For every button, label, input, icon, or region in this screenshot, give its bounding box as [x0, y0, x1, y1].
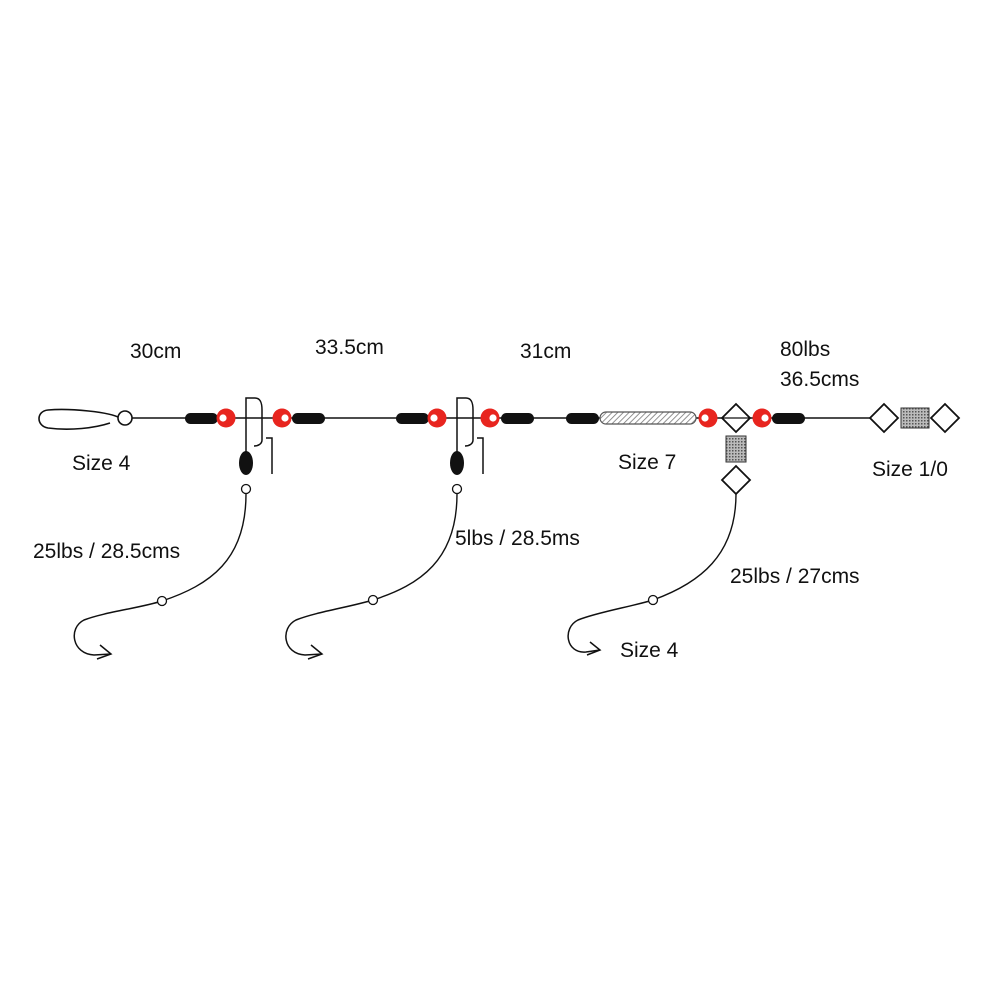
hook-icon — [73, 595, 168, 660]
hook-icon — [567, 594, 659, 656]
snood-line — [161, 493, 247, 602]
swivel-icon — [720, 464, 752, 496]
red-bead-icon — [698, 408, 718, 428]
crimp-icon — [396, 413, 429, 424]
swivel-size-label: Size 7 — [618, 451, 676, 474]
length-label-3: 31cm — [520, 340, 571, 363]
snood-3-label: 25lbs / 27cms — [730, 565, 860, 588]
red-bead-icon — [272, 408, 292, 428]
end-swivel-size-label: Size 1/0 — [872, 458, 948, 481]
crimp-icon — [292, 413, 325, 424]
length-label-2: 33.5cm — [315, 336, 384, 359]
rig-clip-icon — [245, 397, 273, 474]
swivel-barrel-icon — [725, 435, 747, 463]
crimp-icon — [185, 413, 218, 424]
mainline-length-label: 36.5cms — [780, 368, 859, 391]
red-bead-icon — [427, 408, 447, 428]
crimp-icon — [772, 413, 805, 424]
mainline-strength-label: 80lbs — [780, 338, 830, 361]
end-swivel-icon — [868, 402, 961, 434]
clip-hook-size-label: Size 4 — [72, 452, 131, 475]
sliding-bead-icon — [239, 451, 253, 475]
red-bead-icon — [752, 408, 772, 428]
snood-2-label: 5lbs / 28.5ms — [455, 527, 580, 550]
hook-icon — [285, 594, 379, 660]
snood-bead-icon — [240, 483, 252, 495]
crimp-icon — [501, 413, 534, 424]
snood-1-label: 25lbs / 28.5cms — [33, 540, 180, 563]
snood-line — [372, 493, 458, 601]
tube-icon — [599, 411, 697, 425]
lead-clip-icon — [38, 408, 133, 430]
red-bead-icon — [480, 408, 500, 428]
snood-line — [652, 493, 737, 601]
rig-clip-icon — [456, 397, 484, 474]
red-bead-icon — [216, 408, 236, 428]
swivel-icon — [720, 402, 752, 434]
hook-3-size-label: Size 4 — [620, 639, 679, 662]
snood-bead-icon — [451, 483, 463, 495]
length-label-1: 30cm — [130, 340, 181, 363]
sliding-bead-icon — [450, 451, 464, 475]
crimp-icon — [566, 413, 599, 424]
